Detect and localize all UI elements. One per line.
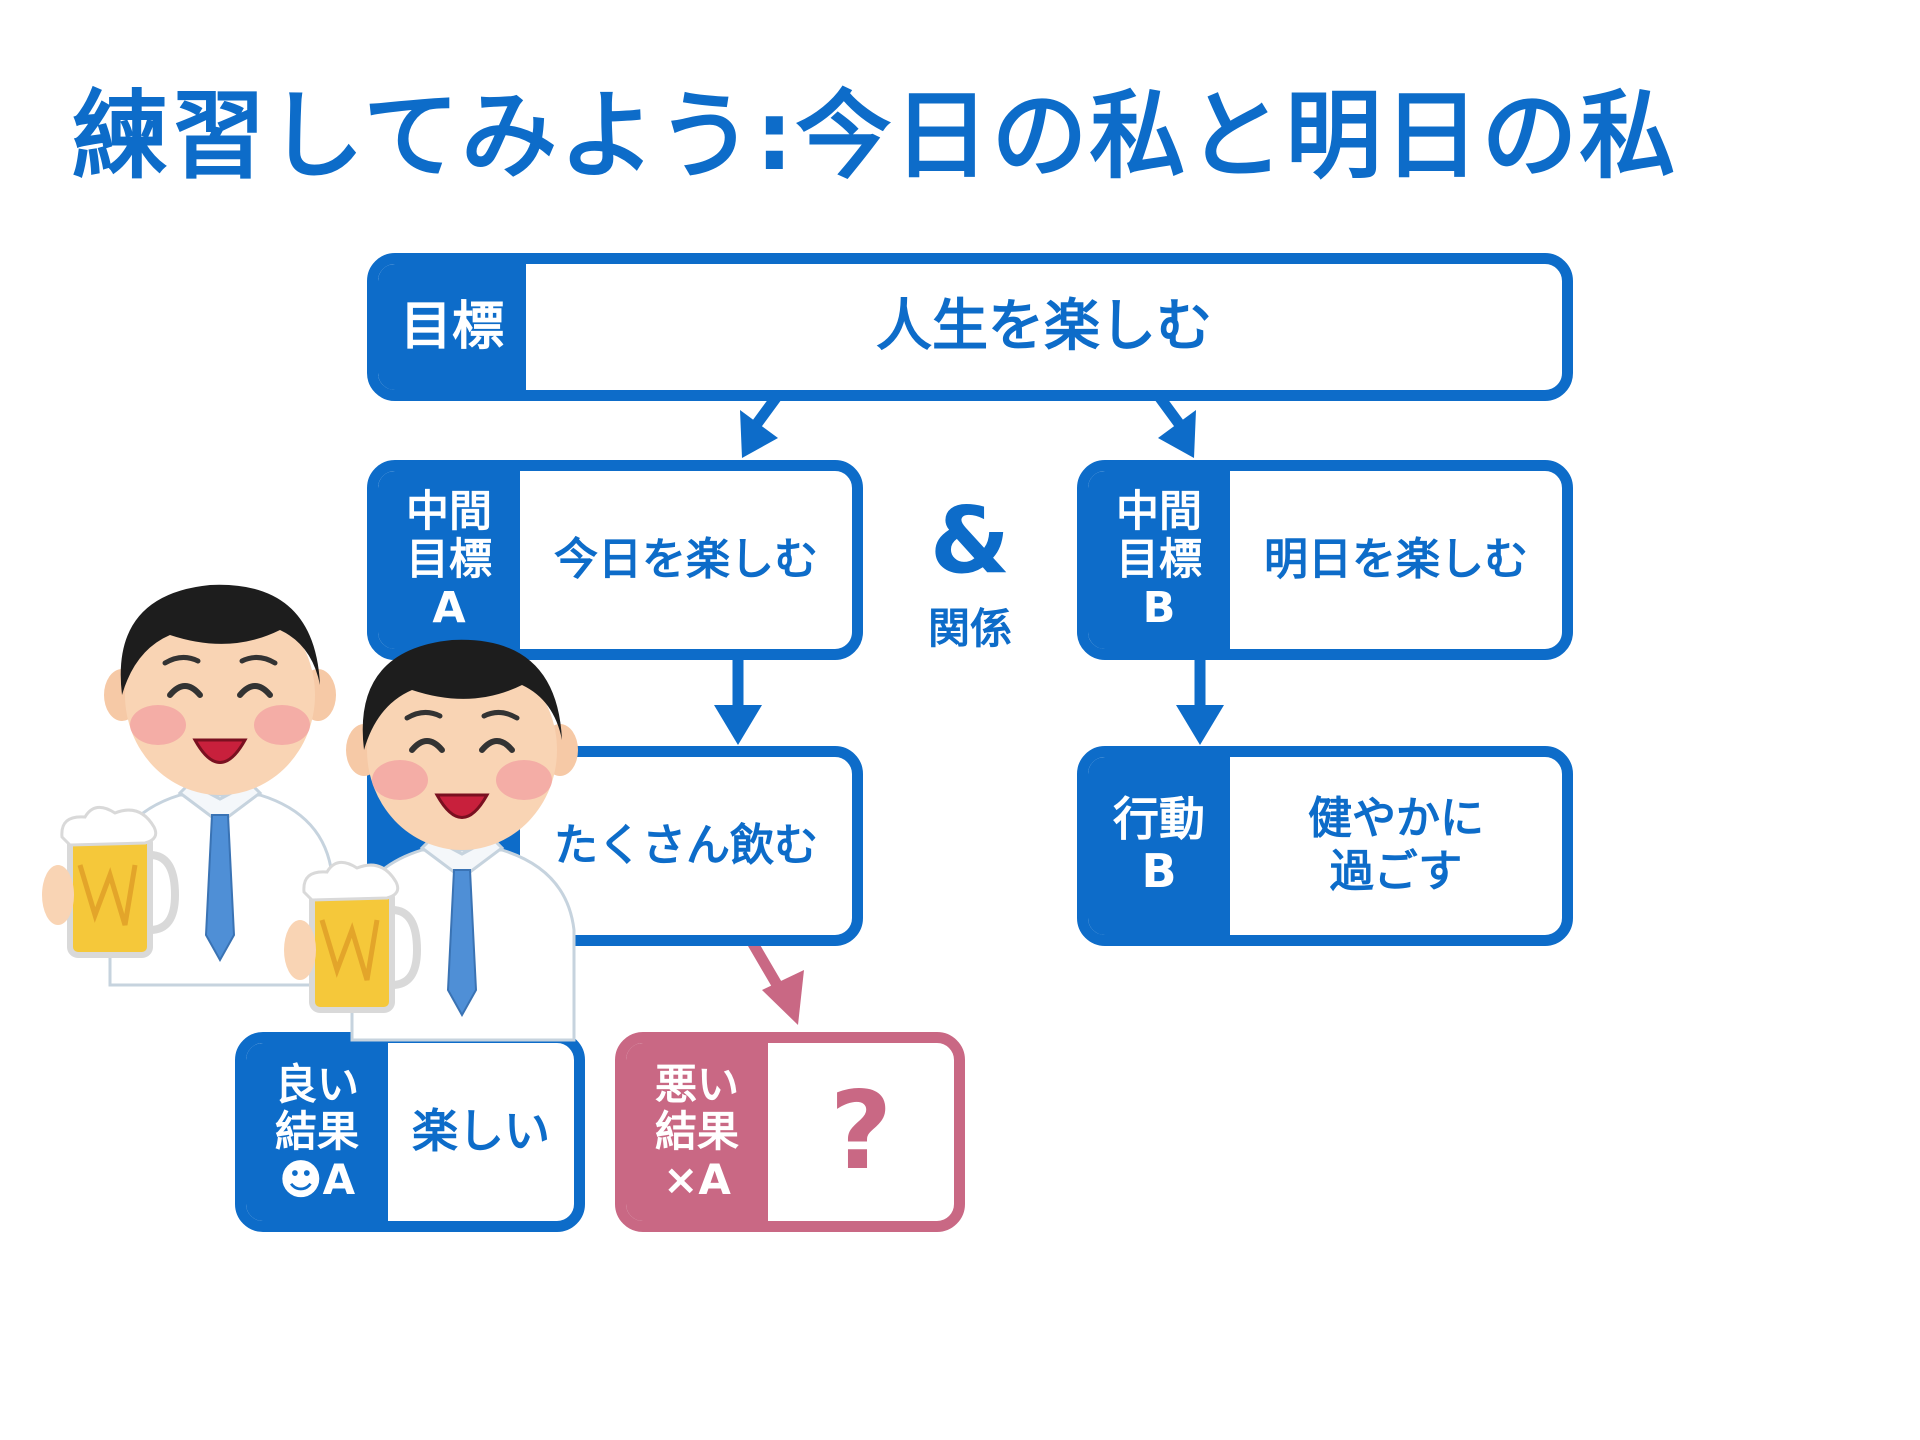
bad-result-box: 悪い 結果 ×A ? <box>615 1032 965 1232</box>
arrow-action-to-bad-head <box>762 970 804 1025</box>
goal-label: 目標 <box>378 264 526 390</box>
action-b-label: 行動 B <box>1088 757 1230 935</box>
action-a-text: たくさん飲む <box>554 819 818 871</box>
action-b-label-line1: 行動 <box>1113 792 1205 847</box>
sub-goal-a-text: 今日を楽しむ <box>554 533 818 585</box>
relation-label: 関係 <box>927 604 1012 653</box>
arrow-b-to-action-head <box>1176 705 1224 745</box>
action-b-label-line2: B <box>1141 844 1177 898</box>
sub-goal-b-label: 中間 目標 B <box>1088 471 1230 649</box>
good-result-text: 楽しい <box>412 1104 550 1159</box>
good-result-label-line2: 結果 <box>274 1107 359 1157</box>
goal-text: 人生を楽しむ <box>876 294 1212 360</box>
arrow-goal-to-b-head <box>1158 410 1196 458</box>
bad-result-label-line2: 結果 <box>654 1107 739 1157</box>
sub-goal-b-label-line2: 目標 <box>1116 534 1202 585</box>
ampersand-symbol: & <box>929 487 1011 594</box>
goal-box: 目標 人生を楽しむ <box>367 253 1573 401</box>
arrow-a-to-action-head <box>714 705 762 745</box>
sub-goal-b-label-line3: B <box>1142 583 1176 634</box>
relation-marker: & 関係 <box>910 495 1030 656</box>
bad-result-label-line1: 悪い <box>654 1060 739 1110</box>
sub-goal-a-label-line1: 中間 <box>406 486 492 537</box>
good-result-box: 良い 結果 ☻A 楽しい <box>235 1032 585 1232</box>
sub-goal-b-box: 中間 目標 B 明日を楽しむ <box>1077 460 1573 660</box>
bad-result-label-line3: ×A <box>663 1154 731 1204</box>
sub-goal-b-text: 明日を楽しむ <box>1264 533 1528 585</box>
sub-goal-a-box: 中間 目標 A 今日を楽しむ <box>367 460 863 660</box>
sub-goal-a-label-line3: A <box>432 583 466 634</box>
action-b-text-line1: 健やかに <box>1308 793 1484 845</box>
action-b-text: 健やかに 過ごす <box>1230 757 1562 935</box>
sub-goal-b-label-line1: 中間 <box>1116 486 1202 537</box>
page-title: 練習してみよう:今日の私と明日の私 <box>72 80 1678 192</box>
action-b-text-line2: 過ごす <box>1329 846 1463 897</box>
good-result-label: 良い 結果 ☻A <box>246 1043 388 1221</box>
sub-goal-a-label: 中間 目標 A <box>378 471 520 649</box>
good-result-label-line1: 良い <box>274 1060 359 1110</box>
bad-result-label: 悪い 結果 ×A <box>626 1043 768 1221</box>
bad-result-text: ? <box>829 1069 893 1195</box>
arrow-goal-to-a-head <box>740 410 778 458</box>
action-b-box: 行動 B 健やかに 過ごす <box>1077 746 1573 946</box>
sub-goal-a-label-line2: 目標 <box>406 534 492 585</box>
good-result-label-line3: ☻A <box>278 1154 356 1204</box>
